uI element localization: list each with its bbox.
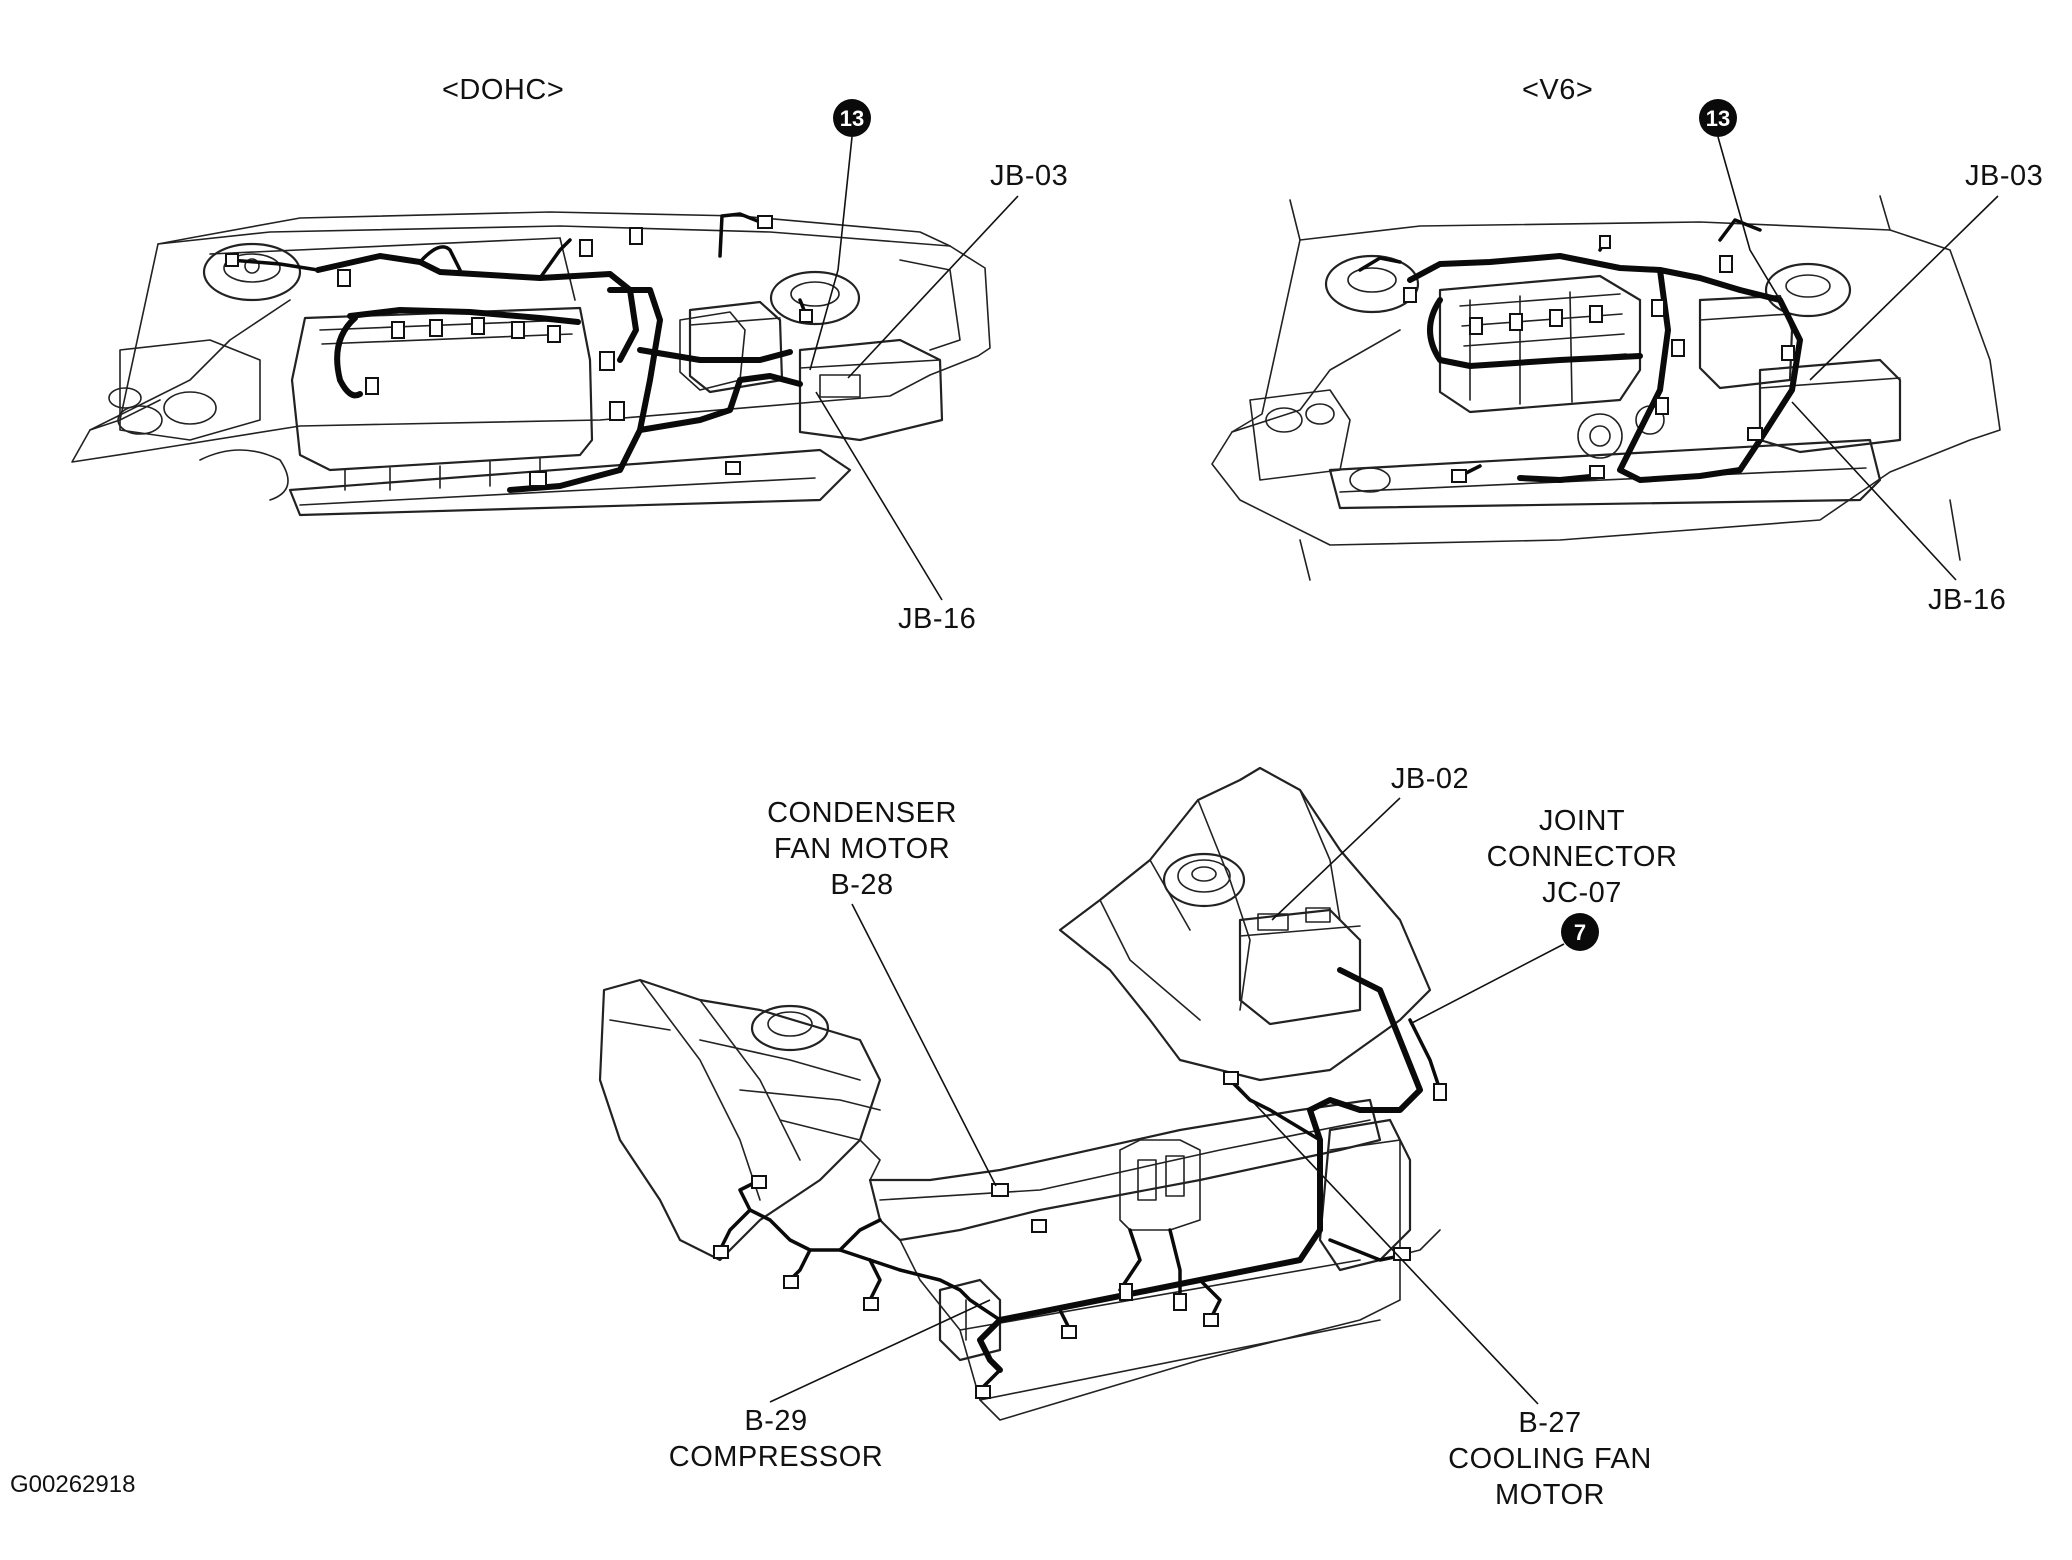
jb02-leader (1271, 797, 1401, 921)
dohc-ground-badge-text: 13 (840, 106, 864, 131)
dohc-ground-leader (809, 136, 853, 371)
joint-leader (1409, 943, 1565, 1025)
front-harness-view: CONDENSER FAN MOTOR B-28 JB-02 JOINT CON… (598, 763, 1678, 1511)
dohc-wiring-harness (225, 212, 813, 493)
joint-label-line1: JOINT (1539, 805, 1625, 837)
front-connectors (713, 1071, 1447, 1399)
diagram-id: G00262918 (10, 1471, 135, 1498)
joint-label-line2: CONNECTOR (1487, 841, 1678, 873)
dohc-ground-badge (833, 99, 871, 137)
dohc-view: <DOHC> (71, 74, 1068, 635)
compressor-label-line1: B-29 (744, 1405, 807, 1437)
v6-view: <V6> (1211, 74, 2043, 616)
condenser-label-line3: B-28 (830, 869, 893, 901)
v6-title: <V6> (1522, 74, 1593, 106)
compressor-label-line2: COMPRESSOR (669, 1441, 883, 1473)
joint-connector-badge (1561, 913, 1599, 951)
v6-callouts: 13 JB-03 JB-16 (1699, 99, 2043, 616)
dohc-jb16-leader (815, 391, 943, 601)
cooling-leader (1235, 1083, 1539, 1405)
dohc-callouts: 13 JB-03 JB-16 (809, 99, 1068, 635)
compressor-leader (769, 1299, 991, 1403)
condenser-label-line2: FAN MOTOR (774, 833, 950, 865)
dohc-jb03-leader (847, 195, 1019, 379)
cooling-label-line1: B-27 (1518, 1407, 1581, 1439)
v6-ground-badge-text: 13 (1706, 106, 1730, 131)
v6-jb03-label: JB-03 (1965, 160, 2043, 192)
front-wiring-harness (713, 967, 1447, 1399)
joint-connector-badge-text: 7 (1574, 920, 1586, 945)
v6-ground-badge (1699, 99, 1737, 137)
dohc-connectors (225, 215, 813, 487)
dohc-jb16-label: JB-16 (898, 603, 976, 635)
cooling-label-line2: COOLING FAN (1448, 1443, 1652, 1475)
joint-label-line3: JC-07 (1542, 877, 1622, 909)
v6-jb03-leader (1809, 195, 1999, 381)
v6-wiring-harness (1358, 218, 1803, 483)
dohc-engine-bay-drawing (71, 211, 991, 517)
cooling-label-line3: MOTOR (1495, 1479, 1605, 1511)
v6-engine-bay-drawing (1211, 195, 2001, 581)
v6-jb16-leader (1791, 401, 1957, 581)
front-callouts: CONDENSER FAN MOTOR B-28 JB-02 JOINT CON… (669, 763, 1678, 1511)
condenser-label-line1: CONDENSER (767, 797, 957, 829)
front-body-drawing (598, 766, 1441, 1421)
dohc-title: <DOHC> (442, 74, 564, 106)
v6-connectors (1403, 235, 1795, 483)
dohc-jb03-label: JB-03 (990, 160, 1068, 192)
condenser-leader (851, 903, 997, 1187)
jb02-label: JB-02 (1391, 763, 1469, 795)
v6-ground-leader (1717, 136, 1781, 301)
v6-jb16-label: JB-16 (1928, 584, 2006, 616)
